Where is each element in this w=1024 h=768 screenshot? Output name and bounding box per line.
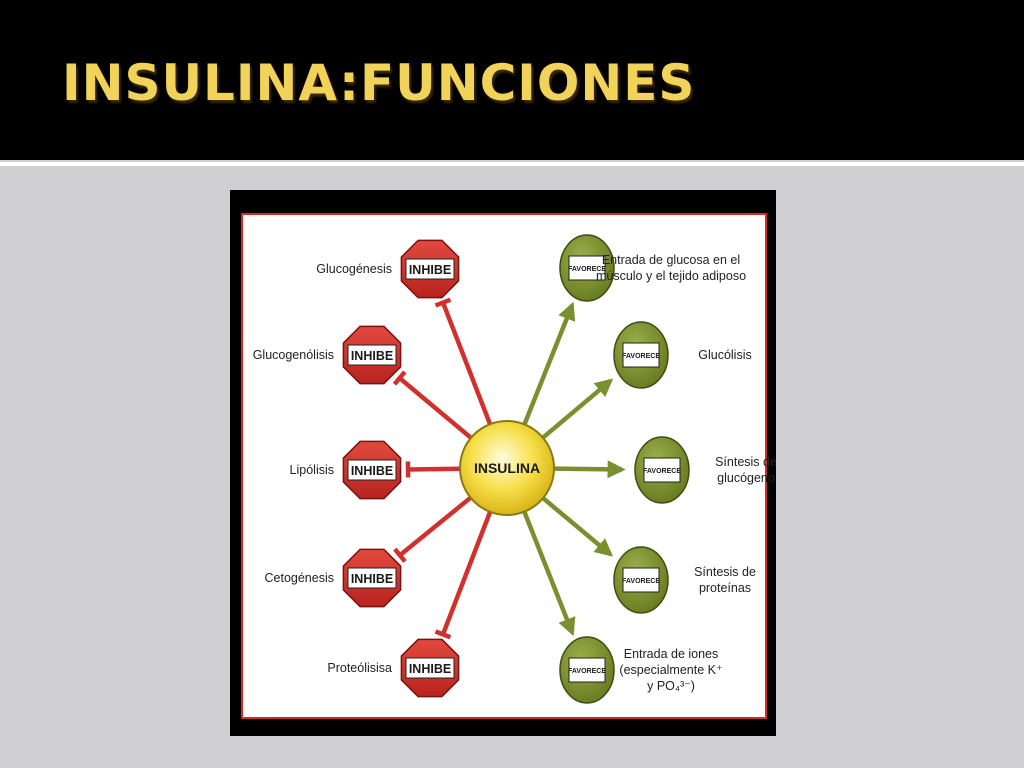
favored-process-label: Síntesis de glucógeno — [715, 455, 776, 485]
favor-arrow-entrada-de-glucosa-en-el-musculo-y-el-tejido-adiposo — [522, 301, 576, 426]
favorece-badge-text: FAVORECE — [568, 266, 606, 273]
favored-process-line: músculo y el tejido adiposo — [596, 269, 746, 283]
favored-process-line: Entrada de glucosa en el — [602, 253, 740, 267]
favor-arrow-sintesis-de-glucogeno — [553, 460, 626, 479]
inhibe-label-box — [405, 657, 455, 679]
inhibit-connector-glucogenesis — [440, 301, 493, 425]
inhibe-badge-text: INHIBE — [409, 662, 451, 676]
favored-process-line: Síntesis de — [715, 455, 776, 469]
inhibe-badge-text: INHIBE — [409, 263, 451, 277]
favored-process-line: (especialmente K⁺ — [619, 663, 722, 677]
connector-layer — [392, 297, 626, 640]
inhibe-label-box — [347, 344, 397, 366]
inhibit-bar-glucogenolisis — [392, 370, 407, 386]
favored-process-line: y PO₄³⁻) — [647, 679, 695, 693]
favor-arrow-entrada-de-iones-especialmente-k-y-po — [522, 510, 576, 637]
favored-process-line: proteínas — [699, 581, 751, 595]
inhibited-process-label: Cetogénesis — [265, 571, 335, 585]
favorece-label-box — [568, 657, 606, 683]
inhibit-connector-cetogenesis — [398, 495, 472, 558]
favored-process-line: Entrada de iones — [624, 647, 719, 661]
favor-arrow-sintesis-de-proteinas — [541, 496, 614, 557]
inhibe-label-box — [405, 258, 455, 280]
favorece-label-box — [643, 457, 681, 483]
favorece-badge-text: FAVORECE — [568, 668, 606, 675]
insulin-functions-diagram: INHIBEGlucogénesisINHIBEGlucogenólisisIN… — [241, 213, 776, 719]
inhibe-badge-text: INHIBE — [351, 464, 393, 478]
favored-process-line: Síntesis de — [694, 565, 756, 579]
favored-process-label: Entrada de iones (especialmente K⁺ y PO₄³⁻… — [619, 647, 722, 693]
favorece-label-box — [622, 342, 660, 368]
inhibited-process-label: Proteólisisa — [327, 661, 392, 675]
insulin-center-node: INSULINA — [459, 420, 555, 516]
inhibe-label-box — [347, 567, 397, 589]
favorece-label-box — [568, 255, 606, 281]
inhibit-connector-proteolisisa — [440, 511, 493, 636]
inhibit-bar-glucogenesis — [434, 297, 452, 308]
favored-process-label: Glucólisis — [698, 348, 752, 362]
favored-process-line: glucógeno — [717, 471, 775, 485]
favored-process-label: Entrada de glucosa en el músculo y el tej… — [596, 253, 746, 283]
title-divider — [0, 162, 1024, 166]
slide-title: INSULINA:FUNCIONES — [62, 54, 696, 112]
inhibe-badge-text: INHIBE — [351, 349, 393, 363]
inhibited-process-label: Glucogenólisis — [253, 348, 334, 362]
inhibit-bar-cetogenesis — [393, 547, 407, 563]
inhibit-connector-glucogenolisis — [398, 376, 473, 440]
favored-process-label: Síntesis de proteínas — [694, 565, 756, 595]
title-bar — [0, 0, 1024, 160]
node-layer: INHIBEGlucogénesisINHIBEGlucogenólisisIN… — [253, 234, 776, 704]
favorece-badge-text: FAVORECE — [643, 468, 681, 475]
inhibit-connector-lipolisis — [407, 466, 461, 472]
inhibited-process-label: Glucogénesis — [316, 262, 392, 276]
favorece-badge-text: FAVORECE — [622, 353, 660, 360]
inhibit-bar-proteolisisa — [434, 629, 452, 640]
favor-arrow-glucolisis — [541, 378, 614, 440]
center-label: INSULINA — [474, 460, 540, 476]
inhibe-label-box — [347, 459, 397, 481]
inhibited-process-label: Lipólisis — [290, 463, 334, 477]
inhibe-badge-text: INHIBE — [351, 572, 393, 586]
favorece-badge-text: FAVORECE — [622, 578, 660, 585]
favored-process-line: Glucólisis — [698, 348, 752, 362]
favorece-label-box — [622, 567, 660, 593]
